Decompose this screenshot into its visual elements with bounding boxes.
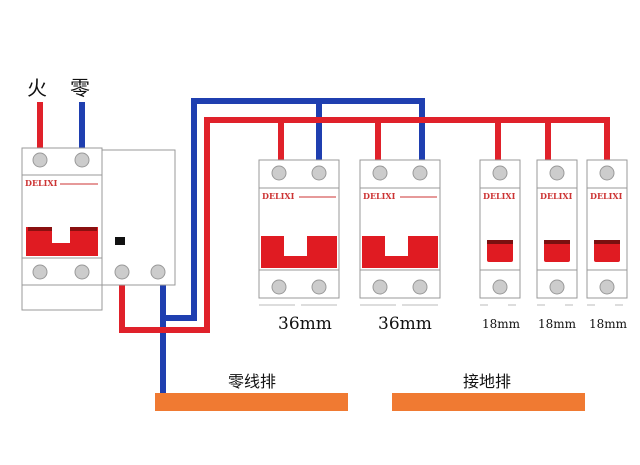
neutral-bar: [155, 393, 348, 411]
terminal: [492, 279, 508, 295]
terminal: [271, 165, 287, 181]
terminal: [412, 165, 428, 181]
leakage-module: [101, 149, 176, 286]
branch-breaker: DELIXI: [479, 159, 521, 306]
neutral-label: 零: [70, 76, 90, 100]
terminal: [599, 165, 615, 181]
breaker-handle: [594, 240, 620, 262]
breaker-width-label: 36mm: [278, 314, 332, 334]
terminal: [271, 279, 287, 295]
terminal: [372, 165, 388, 181]
main-breaker: [21, 147, 103, 311]
branch-breaker: DELIXI: [536, 159, 578, 306]
breaker-brand: DELIXI: [262, 191, 295, 201]
branch-breaker: DELIXI: [586, 159, 628, 306]
terminal: [549, 165, 565, 181]
breaker-width-label: 36mm: [378, 314, 432, 334]
terminal: [599, 279, 615, 295]
breaker-handle: [261, 236, 337, 268]
terminal: [311, 279, 327, 295]
terminal: [549, 279, 565, 295]
live-bus-wire: [119, 117, 610, 333]
neutral-bar-label: 零线排: [228, 372, 277, 391]
terminal: [492, 165, 508, 181]
ground-bar: [392, 393, 585, 411]
branch-breaker: DELIXI: [359, 159, 441, 306]
live-drop-wire: [278, 120, 551, 162]
breaker-brand: DELIXI: [483, 191, 516, 201]
breaker-brand: DELIXI: [590, 191, 623, 201]
breaker-handle: [487, 240, 513, 262]
breaker-brand: DELIXI: [363, 191, 396, 201]
breaker-width-label: 18mm: [482, 317, 521, 331]
branch-breaker: DELIXI: [258, 159, 340, 306]
terminal: [311, 165, 327, 181]
breaker-handle: [362, 236, 438, 268]
ground-bar-label: 接地排: [463, 372, 512, 391]
breaker-width-label: 18mm: [589, 317, 628, 331]
live-label: 火: [27, 76, 47, 100]
terminal: [412, 279, 428, 295]
breaker-handle: [544, 240, 570, 262]
breaker-brand: DELIXI: [540, 191, 573, 201]
breaker-width-label: 18mm: [538, 317, 577, 331]
terminal: [372, 279, 388, 295]
main-breaker-brand: DELIXI: [25, 178, 58, 188]
